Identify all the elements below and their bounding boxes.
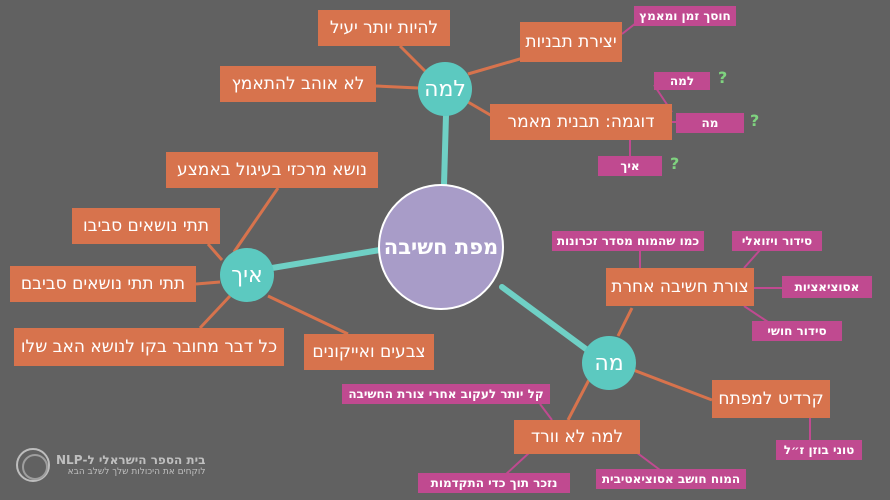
link-eich-kol-davar (198, 294, 232, 330)
question-mark-ma: ? (750, 111, 760, 130)
leaf-sidur-vizuali[interactable]: סידור ויזואלי (732, 231, 822, 251)
branch-credit-lamefateach[interactable]: קרדיט למפתח (712, 380, 830, 418)
link-center-ma (499, 284, 593, 355)
link-center-lama (441, 112, 449, 188)
center-node[interactable]: מפת חשיבה (378, 184, 504, 310)
link-lama-dugma (467, 100, 493, 118)
branch-lo-ohev-lehitametz[interactable]: לא אוהב להתאמץ (220, 66, 376, 102)
link-lama-lo-kal (539, 403, 553, 421)
link-tzurat-chushi (743, 305, 769, 323)
leaf-sidur-chushi[interactable]: סידור חושי (752, 321, 842, 341)
link-ma-lama-lo (566, 373, 594, 421)
question-mark-eich: ? (670, 154, 680, 173)
hub-ma-label: מה (594, 350, 624, 376)
branch-nose-merkazi[interactable]: נושא מרכזי בעיגול באמצע (166, 152, 378, 188)
logo-mark-icon (16, 448, 50, 482)
link-ma-credit (627, 366, 713, 402)
link-tzurat-vizuali (743, 249, 761, 269)
link-center-eich (269, 247, 383, 271)
hub-lama[interactable]: למה (418, 62, 472, 116)
branch-tatei-tatei-nosim[interactable]: תתי תתי נושאים סביבם (10, 266, 196, 302)
hub-eich[interactable]: איך (220, 248, 274, 302)
branch-tzurat-chashiva-acheret[interactable]: צורת חשיבה אחרת (606, 268, 754, 306)
leaf-dugma-lama[interactable]: למה (654, 72, 710, 90)
branch-tatei-nosim[interactable]: תתי נושאים סביבו (72, 208, 220, 244)
leaf-toni-buzan[interactable]: טוני בוזן ז״ל (776, 440, 862, 460)
link-eich-tzvaim (267, 294, 349, 336)
link-eich-tatei-tatei (195, 280, 221, 286)
leaf-chosech-zman[interactable]: חוסך זמן ומאמץ (634, 6, 736, 26)
link-eich-tatei (206, 243, 224, 261)
branch-tzvaim-veikonim[interactable]: צבעים ואייקונים (304, 334, 434, 370)
leaf-nizkar-toch[interactable]: נזכר תוך כדי התקדמות (418, 473, 570, 493)
leaf-dugma-ma[interactable]: מה (676, 113, 744, 133)
logo-text: בית הספר הישראלי ל-NLP לוקחים את היכולות… (56, 453, 205, 477)
hub-ma[interactable]: מה (582, 336, 636, 390)
logo-title: בית הספר הישראלי ל-NLP (56, 453, 206, 467)
center-label: מפת חשיבה (383, 235, 499, 259)
leaf-kmo-hamoach[interactable]: כמו שהמוח מסדר זכרונות (552, 231, 704, 251)
link-lama-lo-ohev (375, 84, 419, 90)
branch-dugma-tavnit-maamar[interactable]: דוגמה: תבנית מאמר (490, 104, 672, 140)
hub-eich-label: איך (231, 262, 263, 288)
hub-lama-label: למה (424, 76, 466, 102)
logo-subtitle: לוקחים את היכולות שלך לשלב הבא (67, 467, 206, 477)
link-eich-nose (232, 187, 280, 253)
question-mark-lama: ? (718, 68, 728, 87)
branch-kol-davar-mechubar[interactable]: כל דבר מחובר בקו לנושא האב שלו (14, 328, 284, 366)
link-lama-lo-nizkar (503, 451, 531, 477)
branch-lama-lo-word[interactable]: למה לא וורד (514, 420, 640, 454)
branch-yetzirat-tavniyot[interactable]: יצירת תבניות (520, 22, 622, 62)
leaf-hamoach-choshev[interactable]: המוח חושב אסוציאטיבית (596, 469, 746, 489)
link-lama-yetzirat (467, 54, 531, 76)
leaf-dugma-eich[interactable]: איך (598, 156, 662, 176)
leaf-asotziatziot[interactable]: אסוציאציות (782, 276, 872, 298)
leaf-kal-yoter[interactable]: קל יותר לעקוב אחרי צורת החשיבה (342, 384, 550, 404)
link-ma-tzurat (616, 307, 634, 337)
logo: בית הספר הישראלי ל-NLP לוקחים את היכולות… (16, 448, 205, 482)
branch-lihyot-yoter-yail[interactable]: להיות יותר יעיל (318, 10, 450, 46)
link-yetzirat-chosech (621, 22, 637, 35)
